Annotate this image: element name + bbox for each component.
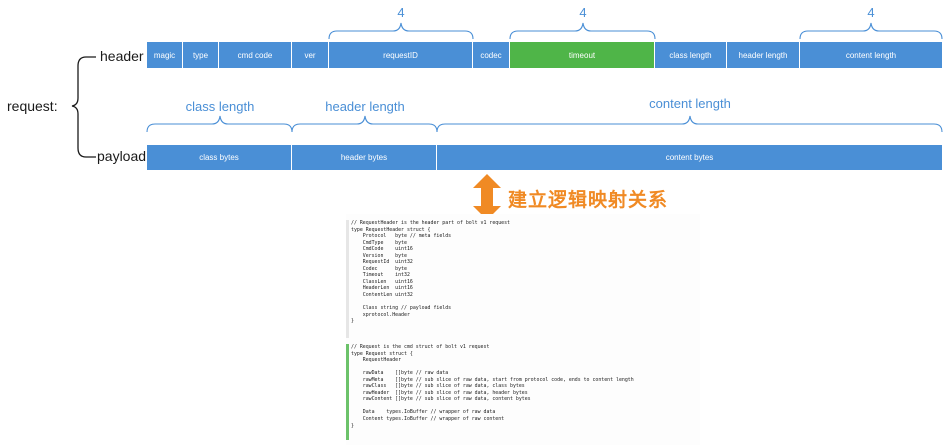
header-field-header-length: header length — [727, 42, 800, 68]
brace-content-bytes — [436, 115, 943, 133]
brace-class-bytes — [146, 115, 293, 133]
brace-label-header-length: header length — [325, 99, 405, 114]
brace-header-bytes — [291, 115, 438, 133]
request-header-struct-block: // RequestHeader is the header part of b… — [346, 220, 510, 338]
brace-content-length — [799, 22, 943, 40]
payload-field-content-bytes: content bytes — [437, 145, 942, 170]
header-field-codec: codec — [473, 42, 510, 68]
header-field-magic: magic — [147, 42, 183, 68]
header-field-requestid: requestID — [329, 42, 473, 68]
header-field-cmd-code: cmd code — [219, 42, 292, 68]
brace-timeout — [509, 22, 656, 40]
brace-label-content-length-size: 4 — [867, 5, 875, 20]
request-bracket — [71, 56, 96, 158]
code-gutter — [346, 220, 349, 338]
header-field-ver: ver — [292, 42, 329, 68]
header-row-label: header — [100, 48, 144, 64]
payload-field-class-bytes: class bytes — [147, 145, 292, 170]
mapping-arrow — [473, 174, 501, 220]
code-gutter — [346, 344, 349, 440]
payload-row-label: payload — [97, 148, 147, 164]
request-struct-block: // Request is the cmd struct of bolt v1 … — [346, 344, 634, 440]
header-field-class-length: class length — [655, 42, 727, 68]
brace-requestid — [328, 22, 474, 40]
header-field-timeout: timeout — [510, 42, 655, 68]
code-snippet: // RequestHeader is the header part of b… — [346, 214, 700, 445]
request-header-struct-code: // RequestHeader is the header part of b… — [351, 220, 510, 325]
payload-field-header-bytes: header bytes — [292, 145, 437, 170]
brace-label-class-length: class length — [185, 99, 255, 114]
request-struct-code: // Request is the cmd struct of bolt v1 … — [351, 344, 634, 429]
brace-label-timeout-size: 4 — [579, 5, 587, 20]
brace-label-content-length: content length — [649, 96, 731, 111]
header-field-content-length: content length — [800, 42, 942, 68]
header-field-type: type — [183, 42, 219, 68]
mapping-label: 建立逻辑映射关系 — [508, 190, 669, 211]
brace-label-requestid-size: 4 — [397, 5, 405, 20]
request-label: request: — [7, 98, 58, 114]
